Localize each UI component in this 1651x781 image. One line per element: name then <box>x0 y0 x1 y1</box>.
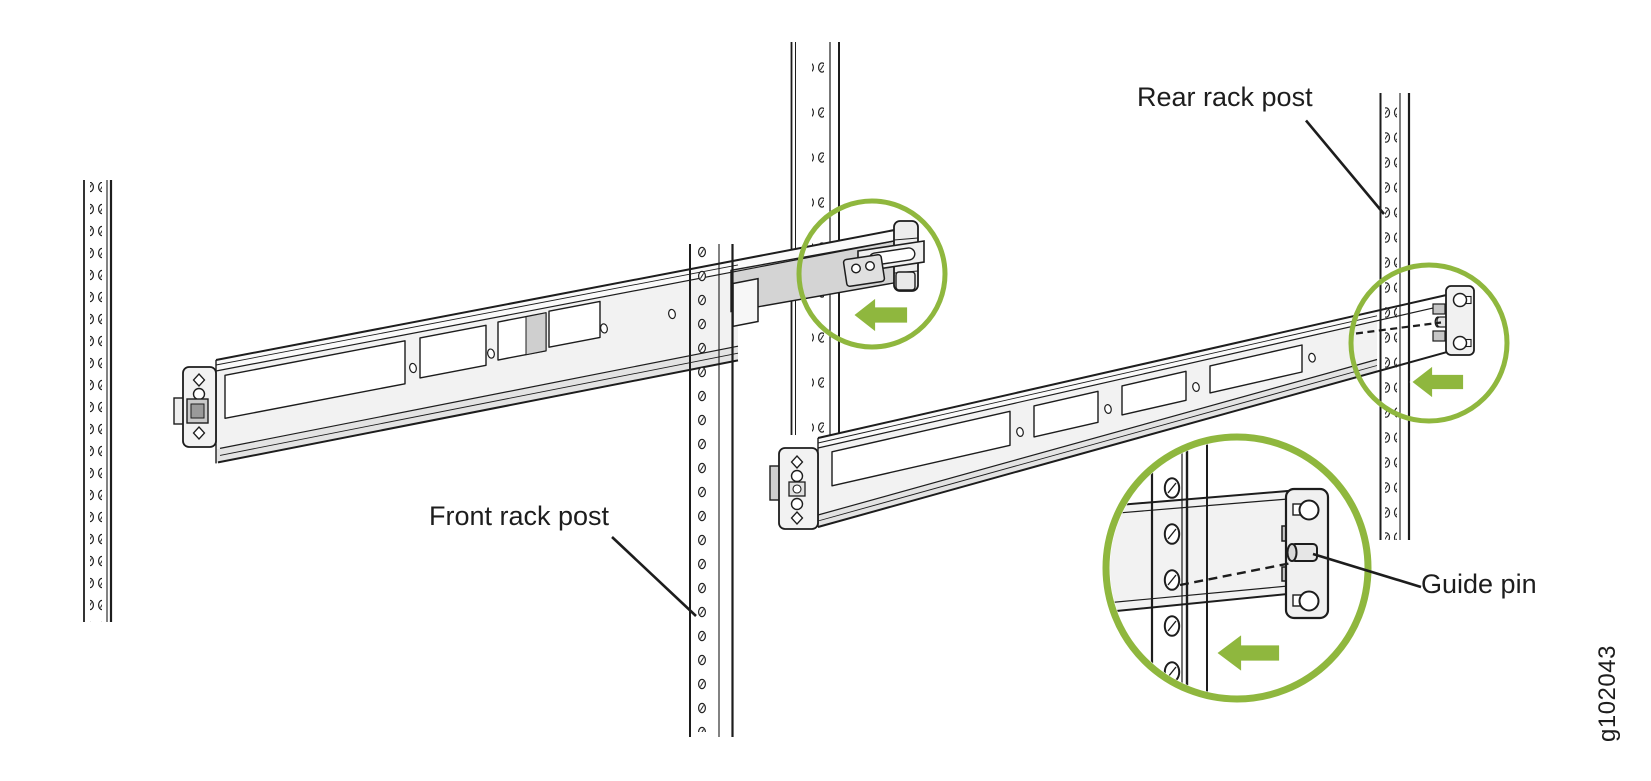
front-rack-post-label: Front rack post <box>429 501 610 531</box>
rear-rack-post-label: Rear rack post <box>1137 82 1313 112</box>
leader-line-front-rack-post <box>611 536 697 617</box>
left-rail-front-bracket <box>173 366 217 448</box>
left-mounting-rail <box>173 220 925 464</box>
arrow-left-icon <box>851 295 909 335</box>
alignment-dashed-line <box>1355 321 1442 335</box>
rear-rack-post <box>1379 93 1411 540</box>
highlight-circle-guide-pin <box>1348 262 1510 424</box>
post-hole-column <box>1385 97 1397 540</box>
inner-member-through-slot <box>525 312 547 356</box>
highlight-circle-rear-hook <box>796 198 948 350</box>
left-rail-rear-hook <box>842 220 925 292</box>
far-left-rack-post <box>83 180 113 622</box>
leader-line-guide-pin <box>1312 552 1422 589</box>
right-rail-rear-bracket <box>1355 285 1475 356</box>
inner-rear-rack-post <box>790 37 840 435</box>
rail-notch-tab <box>732 277 759 328</box>
front-rack-post <box>689 244 734 737</box>
post-hole-column <box>90 182 102 622</box>
right-mounting-rail <box>769 285 1475 530</box>
right-rail-front-bracket <box>769 447 819 530</box>
guide-pin-label: Guide pin <box>1421 569 1537 599</box>
detail-magnifier-circle <box>1102 433 1372 703</box>
alignment-dashed-line-magnified <box>1179 562 1290 587</box>
post-hole-column <box>695 246 707 732</box>
leader-line-rear-rack-post <box>1305 119 1385 215</box>
arrow-left-icon <box>1214 631 1281 675</box>
post-hole-column <box>812 37 824 435</box>
figure-id: g102043 <box>1594 645 1621 742</box>
arrow-left-icon <box>1409 363 1465 401</box>
